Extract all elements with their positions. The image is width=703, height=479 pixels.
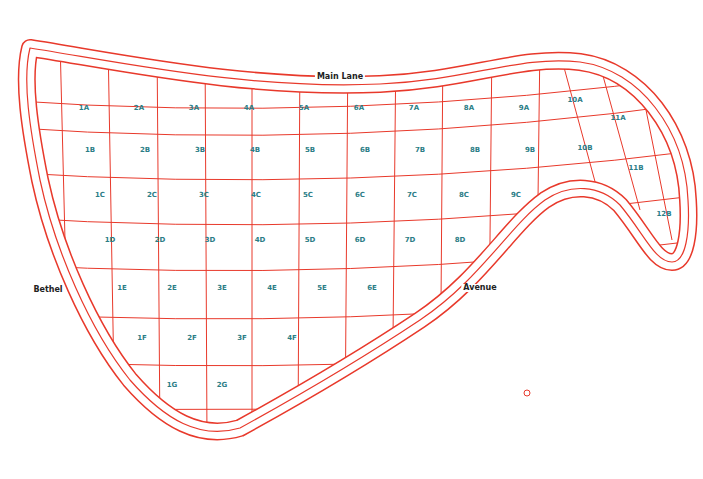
plot-number: 4F — [287, 335, 297, 342]
plot-number: 3E — [217, 285, 227, 292]
plot-number: 8A — [464, 105, 474, 112]
plot-number: 2D — [155, 237, 166, 244]
plot-number: 10B — [577, 145, 592, 152]
plot-number: 4B — [250, 147, 260, 154]
street-name: Main Lane — [315, 73, 365, 81]
plot-number: 5A — [299, 105, 309, 112]
plot-number: 6D — [355, 237, 366, 244]
plot-number: 1F — [137, 335, 147, 342]
plot-number: 5D — [305, 237, 316, 244]
plot-number: 1C — [95, 192, 105, 199]
plot-number: 8D — [455, 237, 466, 244]
plot-number: 1G — [167, 382, 178, 389]
street-name: Bethel — [31, 286, 64, 294]
plot-number: 7D — [405, 237, 416, 244]
plot-number: 12B — [656, 211, 671, 218]
plot-number: 1A — [79, 105, 89, 112]
plot-number: 2B — [140, 147, 150, 154]
plot-number: 4A — [244, 105, 254, 112]
plot-number: 7A — [409, 105, 419, 112]
plot-number: 7C — [407, 192, 417, 199]
plot-number: 1E — [117, 285, 127, 292]
plot-number: 4E — [267, 285, 277, 292]
plot-number: 10A — [567, 97, 582, 104]
plot-number: 2C — [147, 192, 157, 199]
plot-number: 1B — [85, 147, 95, 154]
survey-point — [524, 390, 530, 396]
plot-number: 7B — [415, 147, 425, 154]
plot-number: 5B — [305, 147, 315, 154]
plot-number: 2F — [187, 335, 197, 342]
plot-number: 6E — [367, 285, 377, 292]
road-band — [27, 48, 689, 431]
plot-number: 5C — [303, 192, 313, 199]
plot-number: 11A — [610, 115, 625, 122]
plot-number: 3B — [195, 147, 205, 154]
plot-number: 2E — [167, 285, 177, 292]
plot-number: 2G — [217, 382, 228, 389]
plot-number: 8C — [459, 192, 469, 199]
plot-number: 3A — [189, 105, 199, 112]
plot-number: 2A — [134, 105, 144, 112]
plot-number: 5E — [317, 285, 327, 292]
plot-number: 6B — [360, 147, 370, 154]
plot-number: 4D — [255, 237, 266, 244]
plot-number: 1D — [105, 237, 116, 244]
plot-number: 6C — [355, 192, 365, 199]
plot-number: 3C — [199, 192, 209, 199]
plot-number: 9A — [519, 105, 529, 112]
plot-number: 9C — [511, 192, 521, 199]
street-name: Avenue — [461, 284, 498, 292]
plot-number: 8B — [470, 147, 480, 154]
plot-number: 4C — [251, 192, 261, 199]
plot-number: 3D — [205, 237, 216, 244]
plot-number: 11B — [628, 165, 643, 172]
plot-number: 3F — [237, 335, 247, 342]
plot-number: 6A — [354, 105, 364, 112]
plot-number: 9B — [525, 147, 535, 154]
plot-grid — [0, 40, 703, 440]
